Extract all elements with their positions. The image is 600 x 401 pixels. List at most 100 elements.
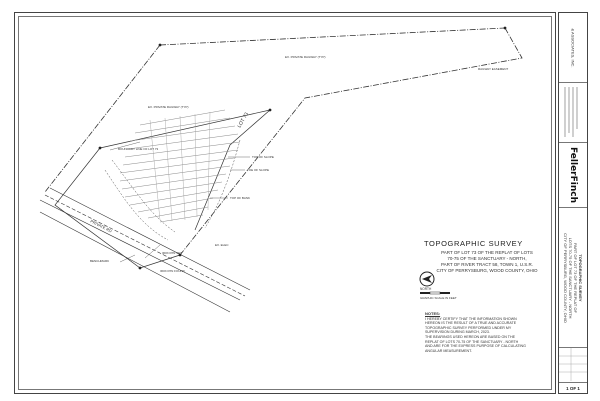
lot-line-east (194, 109, 271, 231)
north-arrow-pointer (422, 275, 432, 283)
boundary-line-north (159, 27, 506, 46)
slope-tick (164, 117, 173, 222)
iron-pin-marker (98, 146, 102, 150)
note-line: REPLAT OF LOTS 70-75 OF THE SANCTUARY - … (425, 339, 519, 344)
road-centerline (44, 194, 246, 297)
hatch-line (147, 206, 209, 219)
iron-pin-marker (158, 43, 162, 47)
firm-name: FellerFinch (568, 147, 578, 203)
road-label: PRIVATE RD (90, 218, 113, 233)
callout-railway-2: EX. PRIVATE RAILWAY (TYP) (285, 55, 325, 59)
note-line: SUPERVISION DURING MARCH, 2023. (425, 330, 490, 335)
callout-railway-1: EX. PRIVATE RAILWAY (TYP) (148, 105, 188, 109)
callout-boundary: BOUNDARY LINE OF LOT 73 (118, 147, 159, 151)
project-description: TOPOGRAPHIC SURVEY PART OF LOT 73 OF THE… (563, 233, 583, 323)
leader-line (144, 244, 161, 259)
lot-line-north (99, 109, 271, 149)
north-label: NORTH (420, 287, 432, 291)
callout-elec: EX. ELEC (215, 243, 229, 247)
iron-pins (98, 26, 507, 270)
slope-tick (194, 113, 198, 218)
description-line: PART OF LOT 73 OF THE REPLAT OF LOTS (441, 250, 533, 255)
slope-ticks (149, 111, 211, 222)
boundary-line-west (44, 44, 161, 193)
hatch-line (121, 173, 227, 190)
note-line: AND ARE FOR THE EXPRESS PURPOSE OF CALCU… (425, 344, 526, 349)
callout-toe-slope: TOE OF SLOPE (247, 168, 269, 172)
hatch-line (119, 165, 231, 182)
callout-pin-found: IRON PIN FOUND (160, 269, 186, 273)
title-block-revision-cell (559, 348, 587, 383)
hatch-line (129, 125, 236, 142)
leader-lines (109, 141, 250, 263)
revision-table-lines (559, 348, 587, 381)
hatch-line (124, 141, 241, 158)
survey-notes: NOTES: I HEREBY CERTIFY THAT THE INFORMA… (425, 311, 547, 353)
slope-tick (207, 111, 211, 211)
lot-label: LOT 73 (237, 111, 251, 129)
sheet-number: 1 OF 1 (566, 386, 580, 391)
contour-lines (104, 139, 241, 241)
title-block-address-cell (559, 83, 587, 143)
callout-pin-set: IRON PIN SET (162, 251, 182, 255)
scale-bar-light (429, 291, 441, 295)
property-boundary (44, 27, 523, 256)
callout-easement: RAILWAY EASEMENT (478, 67, 508, 71)
hatch-line (119, 157, 235, 174)
project-line: TOPOGRAPHIC SURVEY (578, 253, 583, 302)
title-block: & ASSOCIATES, INC. FellerFinch TOPOGRAPH… (558, 12, 588, 394)
north-arrow-circle (419, 271, 435, 287)
description-line: PART OF RIVER TRACT 58, TOWN 1, U.S.R. (441, 262, 533, 267)
hatch-line (129, 189, 219, 206)
slope-tick (179, 115, 186, 221)
scale-bar-dark (420, 292, 430, 294)
hatch-line (159, 214, 204, 223)
note-line: HEREON IS THE RESULT OF A TRUE AND ACCUR… (425, 321, 517, 326)
slope-hatch (119, 109, 241, 223)
title-block-sheet-cell: 1 OF 1 (559, 383, 587, 395)
slope-tick (149, 119, 161, 221)
drawing-sheet-inner-border (18, 16, 552, 390)
iron-pin-marker (138, 266, 142, 270)
notes-heading: NOTES: (425, 311, 441, 316)
note-line: TOPOGRAPHIC SURVEY PERFORMED UNDER MY (425, 325, 512, 330)
road-edge-1 (39, 199, 241, 301)
hatch-line (134, 117, 231, 134)
hatch-line (127, 133, 239, 150)
firm-logo-sub: & ASSOCIATES, INC. (570, 27, 576, 68)
title-block-logo-cell: & ASSOCIATES, INC. (559, 13, 587, 83)
project-line: CITY OF PERRYSBURG, WOOD COUNTY, OHIO (563, 232, 568, 323)
leader-line (109, 141, 141, 151)
iron-pin-marker (268, 108, 272, 112)
road-edges (39, 187, 251, 313)
hatch-line (122, 149, 239, 166)
contour-line (104, 169, 169, 241)
callout-top-bank: TOP OF BANK (230, 196, 250, 200)
note-line: I HEREBY CERTIFY THAT THE INFORMATION SH… (425, 316, 517, 321)
hatch-line (124, 181, 223, 198)
contour-line (204, 139, 241, 229)
callout-benchmark: BENCHMARK (90, 259, 109, 263)
graphic-scale-label: GRAPHIC SCALE IN FEET (420, 296, 457, 300)
description-line: CITY OF PERRYSBURG, WOOD COUNTY, OHIO (436, 268, 538, 273)
project-line: PART OF LOT 73 OF THE REPLAT OF (573, 242, 578, 313)
hatch-line (137, 197, 214, 213)
title-block-project-cell: TOPOGRAPHIC SURVEY PART OF LOT 73 OF THE… (559, 208, 587, 348)
plan-text-labels: LOT 73 PRIVATE RD EX. PRIVATE RAILWAY (T… (90, 55, 509, 273)
road-edge-3 (39, 211, 231, 313)
hatch-line (139, 109, 226, 126)
description-line: 70-75 OF THE SANCTUARY - NORTH, (447, 256, 527, 261)
note-line: ANGULAR MEASUREMENT. (425, 348, 472, 353)
callout-top-slope: TOP OF SLOPE (252, 155, 274, 159)
lot-line-west (54, 147, 181, 269)
scale-bar-dark (440, 292, 450, 294)
road-edge-2 (49, 187, 251, 291)
survey-description: PART OF LOT 73 OF THE REPLAT OF LOTS 70-… (412, 250, 562, 274)
iron-pin-marker (503, 26, 507, 30)
leader-line (119, 254, 136, 263)
project-line: LOTS 70-75 OF THE SANCTUARY - NORTH (568, 237, 573, 318)
survey-title: TOPOGRAPHIC SURVEY (424, 239, 523, 248)
iron-pin-marker (178, 253, 182, 257)
north-arrow-scale: NORTH GRAPHIC SCALE IN FEET (418, 270, 458, 306)
address-text-lines (564, 87, 578, 137)
